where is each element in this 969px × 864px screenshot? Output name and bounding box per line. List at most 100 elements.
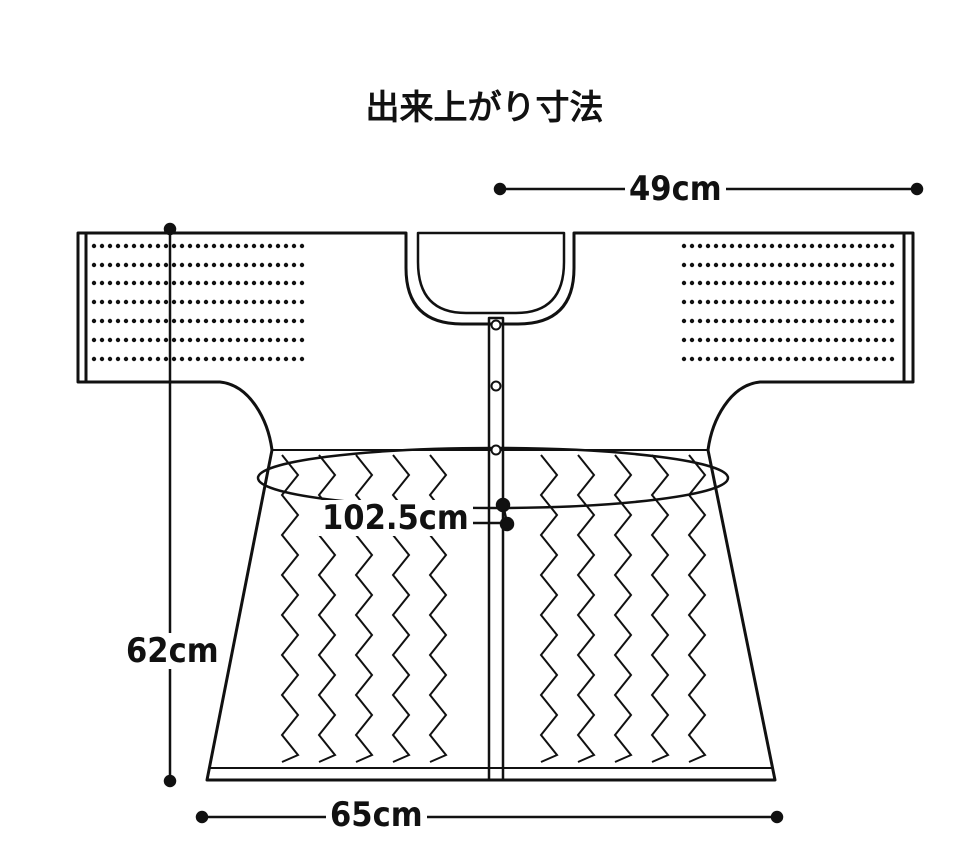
lace-stitch <box>267 299 273 305</box>
lace-stitch <box>91 280 97 286</box>
lace-stitch <box>793 356 799 362</box>
lace-stitch <box>753 337 759 343</box>
lace-stitch <box>211 299 217 305</box>
lace-stitch <box>147 318 153 324</box>
lace-stitch <box>139 318 145 324</box>
lace-stitch <box>115 337 121 343</box>
lace-stitch <box>681 280 687 286</box>
lace-stitch <box>155 280 161 286</box>
lace-stitch <box>793 337 799 343</box>
lace-stitch <box>737 280 743 286</box>
lace-stitch <box>195 356 201 362</box>
lace-stitch <box>299 356 305 362</box>
lace-stitch <box>721 356 727 362</box>
lace-stitch <box>681 356 687 362</box>
dimension-endpoint <box>163 774 177 788</box>
cable-zigzag <box>687 454 707 763</box>
lace-stitch <box>139 280 145 286</box>
lace-stitch <box>769 280 775 286</box>
lace-stitch <box>227 337 233 343</box>
lace-stitch <box>745 337 751 343</box>
lace-stitch <box>195 262 201 268</box>
lace-stitch <box>729 280 735 286</box>
lace-stitch <box>251 299 257 305</box>
lace-stitch <box>283 280 289 286</box>
lace-stitch <box>251 280 257 286</box>
lace-stitch <box>267 280 273 286</box>
lace-stitch <box>259 299 265 305</box>
lace-stitch <box>179 337 185 343</box>
lace-stitch <box>299 337 305 343</box>
lace-stitch <box>849 262 855 268</box>
lace-stitch <box>219 262 225 268</box>
garment-outline <box>76 231 915 782</box>
lace-stitch <box>147 356 153 362</box>
chest-label: 102.5cm <box>318 500 473 536</box>
lace-stitch <box>283 318 289 324</box>
lace-stitch <box>793 262 799 268</box>
lace-stitch <box>99 356 105 362</box>
lace-stitch <box>251 262 257 268</box>
lace-stitch <box>865 299 871 305</box>
lace-stitch <box>881 262 887 268</box>
dimension-endpoint <box>499 516 515 532</box>
lace-stitch <box>259 356 265 362</box>
lace-stitch <box>761 337 767 343</box>
lace-stitch <box>147 243 153 249</box>
lace-stitch <box>817 337 823 343</box>
lace-stitch <box>833 318 839 324</box>
lace-stitch <box>873 337 879 343</box>
lace-stitch <box>841 299 847 305</box>
lace-stitch <box>753 243 759 249</box>
lace-stitch <box>785 280 791 286</box>
lace-stitch <box>131 299 137 305</box>
lace-stitch <box>195 337 201 343</box>
lace-stitch <box>761 356 767 362</box>
lace-stitch <box>115 243 121 249</box>
lace-stitch <box>689 280 695 286</box>
lace-stitch <box>817 299 823 305</box>
lace-stitch <box>825 318 831 324</box>
lace-stitch <box>211 356 217 362</box>
cable-zigzag <box>613 454 633 763</box>
lace-stitch <box>689 337 695 343</box>
lace-stitch <box>299 318 305 324</box>
lace-stitch <box>737 318 743 324</box>
lace-stitch <box>243 356 249 362</box>
lace-stitch <box>139 243 145 249</box>
lace-stitch <box>889 243 895 249</box>
lace-stitch <box>713 337 719 343</box>
lace-stitch <box>809 318 815 324</box>
lace-stitch <box>793 280 799 286</box>
lace-stitch <box>171 356 177 362</box>
lace-stitch <box>283 262 289 268</box>
lace-stitch <box>849 280 855 286</box>
lace-stitch <box>123 299 129 305</box>
lace-stitch <box>107 280 113 286</box>
lace-stitch <box>203 299 209 305</box>
lace-stitch <box>227 262 233 268</box>
lace-stitch <box>865 280 871 286</box>
lace-stitch <box>187 299 193 305</box>
lace-stitch <box>163 243 169 249</box>
lace-stitch <box>761 318 767 324</box>
lace-stitch <box>259 262 265 268</box>
lace-stitch <box>761 280 767 286</box>
lace-stitch <box>809 356 815 362</box>
lace-stitch <box>163 356 169 362</box>
lace-stitch <box>801 356 807 362</box>
lace-stitch <box>179 280 185 286</box>
lace-stitch <box>889 299 895 305</box>
lace-stitch <box>865 262 871 268</box>
lace-stitch <box>825 299 831 305</box>
lace-stitch <box>777 318 783 324</box>
lace-stitch <box>291 356 297 362</box>
lace-stitch <box>219 280 225 286</box>
lace-stitch <box>203 280 209 286</box>
lace-stitch <box>889 280 895 286</box>
lace-stitch <box>777 280 783 286</box>
lace-stitch <box>705 262 711 268</box>
lace-stitch <box>203 356 209 362</box>
lace-stitch <box>259 318 265 324</box>
